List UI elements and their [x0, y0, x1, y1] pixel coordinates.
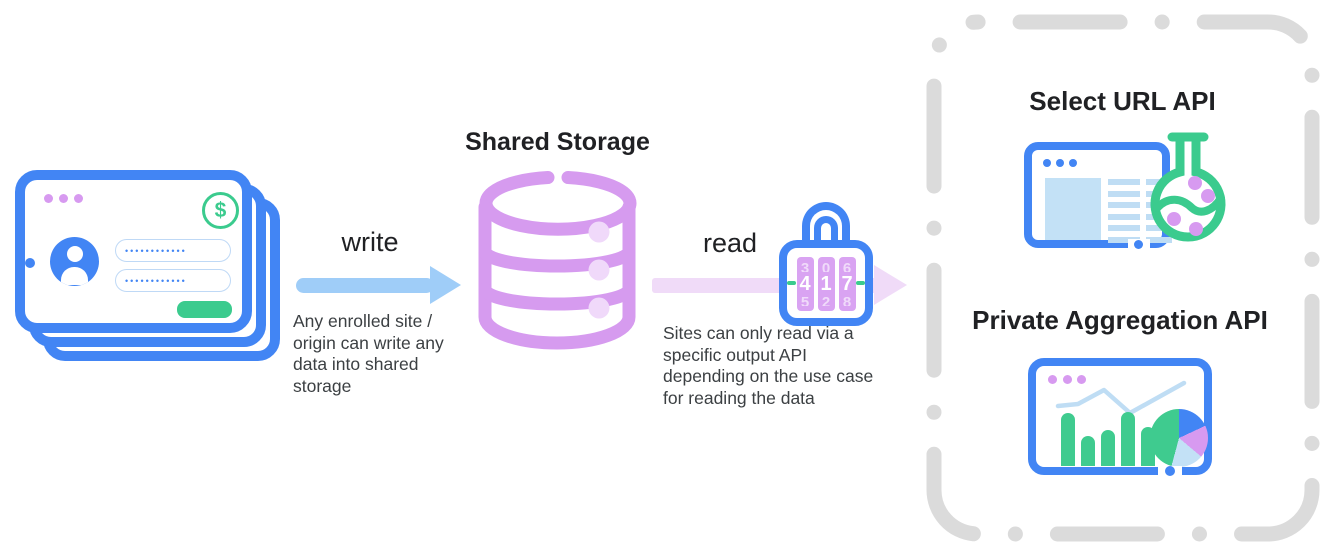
- dollar-sign: $: [214, 198, 227, 222]
- output-apis-dashed-border: [926, 14, 1320, 542]
- border-dot: [1165, 465, 1175, 476]
- password-field-1: ••••••••••••: [115, 239, 231, 262]
- dollar-icon: $: [202, 192, 239, 229]
- pie-chart-icon: [1150, 409, 1208, 467]
- border-dot: [25, 258, 35, 268]
- write-arrow-head: [430, 266, 461, 304]
- database-icon: [478, 171, 637, 350]
- submit-button-shape: [177, 301, 232, 318]
- lock-dials: 3 4 5 0 1 2 6 7 8: [796, 257, 856, 311]
- combination-lock-icon: 3 4 5 0 1 2 6 7 8: [779, 202, 873, 326]
- private-aggregation-api-title: Private Aggregation API: [972, 305, 1268, 335]
- titlebar-dots-icon: [1043, 159, 1077, 167]
- bar-4: [1121, 412, 1135, 466]
- write-caption: Any enrolled site / origin can write any…: [293, 311, 444, 396]
- flask-icon: [1150, 132, 1226, 242]
- titlebar-dots-icon: [44, 194, 83, 203]
- read-caption: Sites can only read via a specific outpu…: [663, 323, 874, 408]
- site-card-front: $ •••••••••••• ••••••••••••: [15, 170, 252, 333]
- write-arrow: [296, 278, 434, 293]
- password-field-2: ••••••••••••: [115, 269, 231, 292]
- avatar-icon: [50, 237, 99, 286]
- bar-2: [1081, 436, 1095, 466]
- private-aggregation-window-icon: [1028, 358, 1212, 476]
- border-dot: [1134, 239, 1143, 249]
- bar-1: [1061, 413, 1075, 466]
- line-chart-icon: [1055, 380, 1187, 416]
- lock-body: [779, 240, 873, 326]
- select-url-api-title: Select URL API: [1029, 86, 1216, 116]
- lock-dial-3: 6 7 8: [838, 257, 856, 311]
- titlebar-dots-icon: [1048, 375, 1086, 384]
- lock-dial-1: 3 4 5: [796, 257, 814, 311]
- shared-storage-title: Shared Storage: [465, 128, 650, 156]
- bar-3: [1101, 430, 1115, 466]
- write-label: write: [341, 227, 399, 257]
- select-url-window-icon: [1024, 142, 1172, 249]
- lock-dial-2: 0 1 2: [817, 257, 835, 311]
- read-arrow-head: [874, 265, 907, 305]
- read-label: read: [702, 228, 758, 258]
- content-block: [1045, 178, 1101, 240]
- lock-shackle: [802, 202, 850, 248]
